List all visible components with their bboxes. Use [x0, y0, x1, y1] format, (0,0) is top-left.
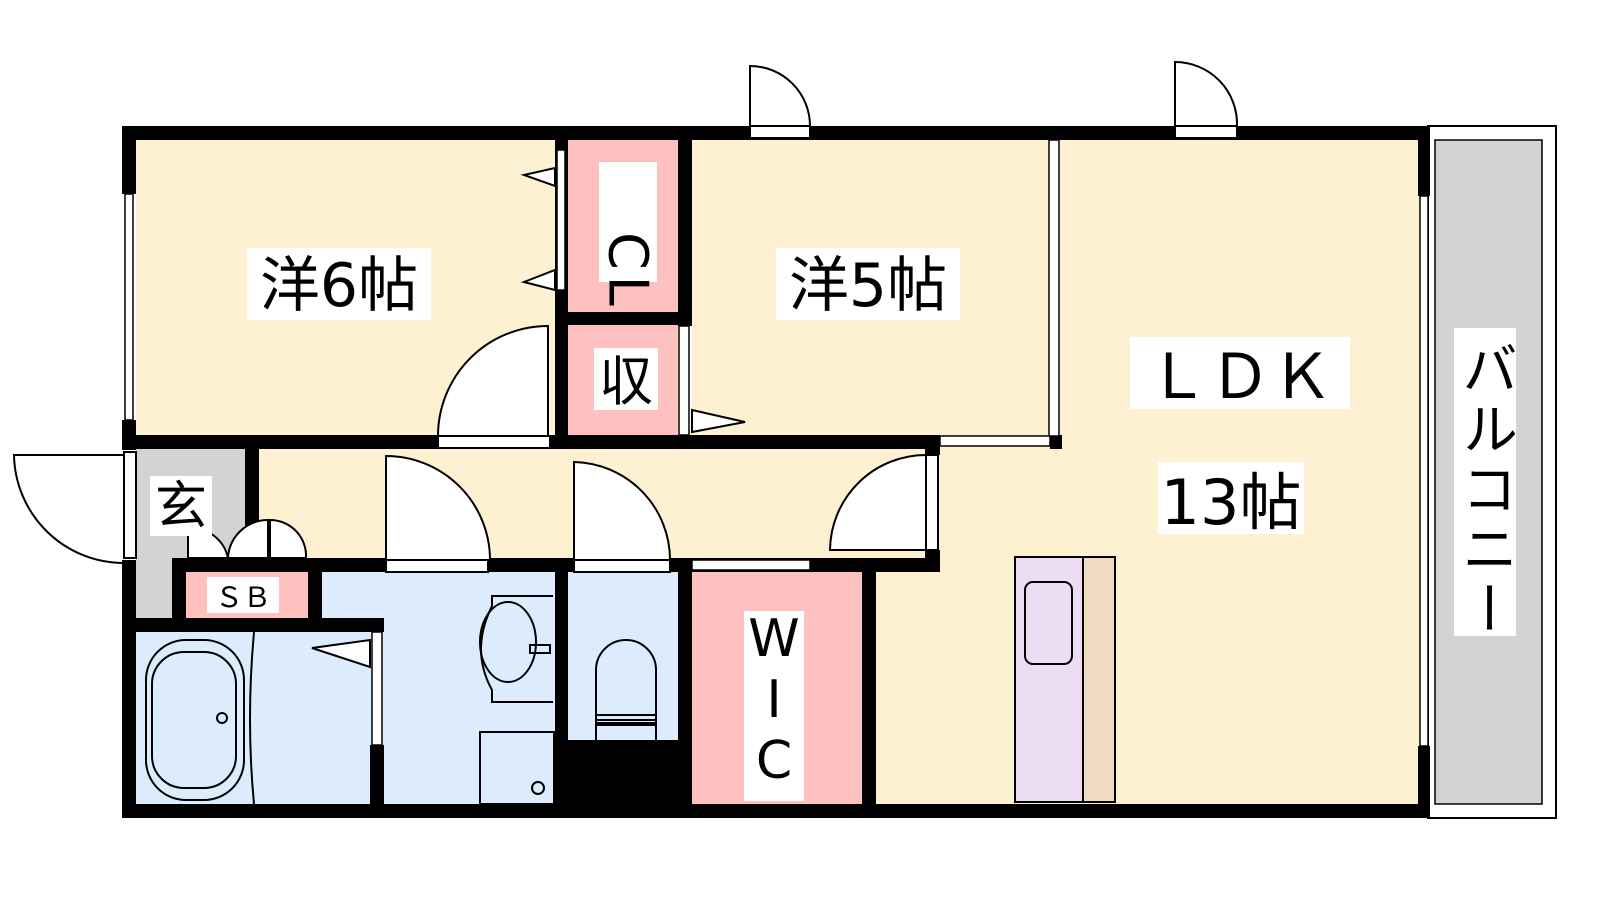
- label-wic-c: C: [756, 731, 792, 791]
- label-storage: 収: [599, 350, 653, 413]
- label-western-5: 洋5帖: [789, 251, 947, 321]
- label-western-6: 洋6帖: [260, 251, 418, 321]
- label-entrance: 玄: [155, 477, 207, 537]
- label-closet: CL: [597, 232, 660, 312]
- label-shoebox: ＳＢ: [215, 581, 271, 614]
- label-balcony: バルコニー: [1453, 340, 1518, 640]
- label-ldk: ＬＤＫ: [1147, 340, 1333, 413]
- toilet: [568, 572, 678, 740]
- fixtures: [145, 556, 1116, 805]
- washer-icon: [479, 731, 555, 805]
- walls: [122, 126, 1430, 818]
- label-wic-i: I: [766, 670, 781, 730]
- toilet-icon: [595, 639, 657, 721]
- counter-top: [1082, 556, 1116, 803]
- label-ldk-size: 13帖: [1161, 466, 1302, 539]
- windows: [124, 139, 1429, 747]
- washroom: [322, 572, 556, 804]
- kitchen-sink-icon: [1024, 581, 1073, 665]
- labels: 洋6帖 洋5帖 CL 収 ＬＤＫ 13帖 玄 ＳＢ W I C バルコニー: [150, 162, 1518, 801]
- bathtub-icon: [145, 639, 245, 801]
- doors: [12, 60, 1239, 669]
- label-wic-w: W: [748, 609, 799, 669]
